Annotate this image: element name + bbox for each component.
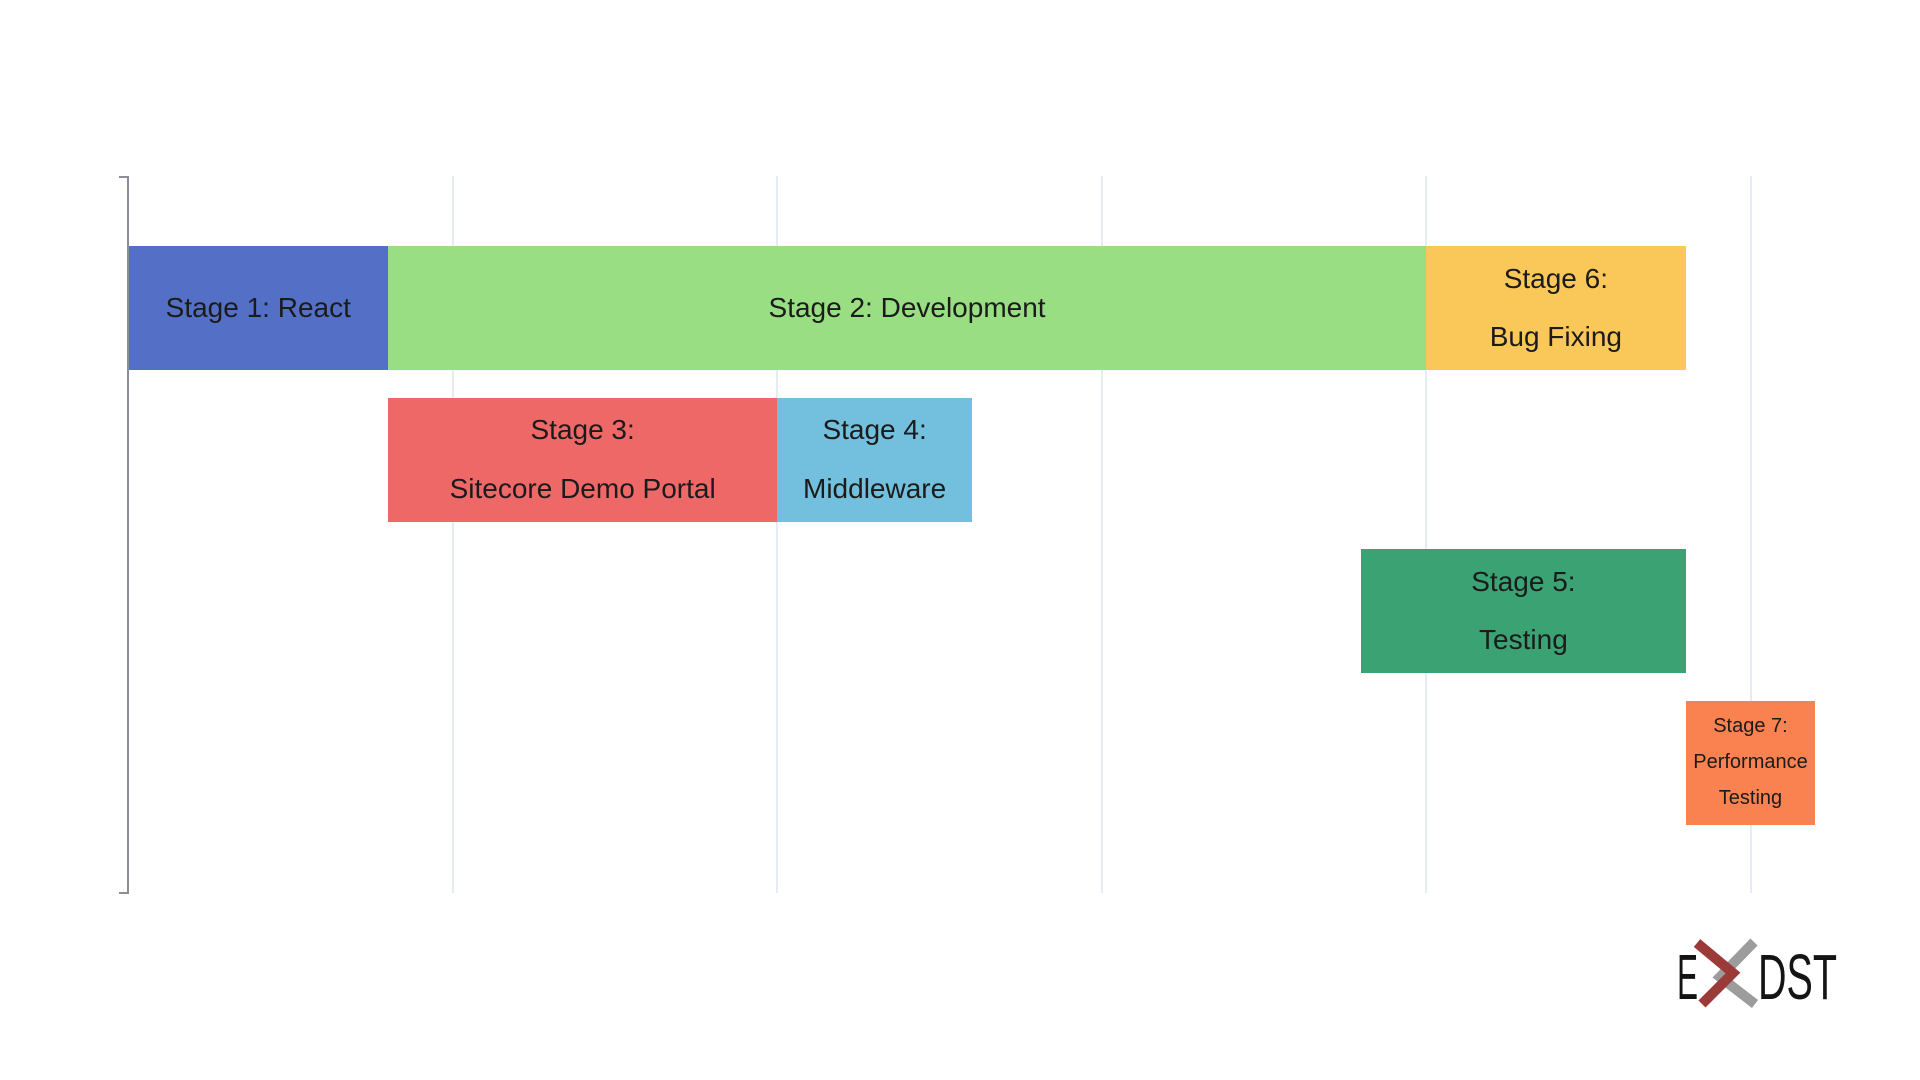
gantt-bar-4: Stage 3: Sitecore Demo Portal	[388, 397, 778, 522]
gantt-bar-label-line: Testing	[1718, 787, 1783, 809]
gantt-bar-label-line: Stage 5:	[1471, 565, 1576, 597]
gantt-bar-6: Stage 5: Testing	[1361, 549, 1686, 673]
gantt-bar-3: Stage 6: Bug Fixing	[1426, 246, 1686, 370]
y-axis-line	[127, 176, 129, 894]
gantt-bar-label-line: Stage 4:	[822, 414, 927, 446]
gantt-bar-label-line: Stage 6:	[1503, 262, 1608, 294]
gantt-bar-label-line: Performance	[1693, 751, 1808, 773]
exdst-logo: E DST	[1677, 938, 1837, 1008]
gantt-bar-label-line: Testing	[1479, 624, 1568, 655]
logo-letters-dst: DST	[1758, 941, 1837, 1008]
gantt-bar-label-line: Stage 3:	[530, 414, 635, 446]
gantt-bar-1: Stage 1: React	[128, 246, 389, 370]
gantt-bar-label-line: Bug Fixing	[1489, 321, 1622, 352]
gridline	[1100, 176, 1103, 893]
gantt-bar-label-line: Middleware	[803, 472, 947, 504]
logo-x-red-stroke	[1693, 939, 1741, 1008]
gridline	[1749, 176, 1752, 893]
logo-letter-e: E	[1677, 941, 1698, 1008]
gridline	[776, 176, 779, 893]
gantt-bar-5: Stage 4: Middleware	[777, 397, 972, 522]
gantt-bar-label-line: Stage 1: React	[165, 291, 351, 323]
logo-x-gray-stroke	[1712, 938, 1759, 1008]
gantt-bar-label-line: Sitecore Demo Portal	[449, 472, 716, 504]
exdst-logo-icon: E DST	[1677, 938, 1837, 1008]
gridline	[1425, 176, 1428, 893]
gantt-bar-2: Stage 2: Development	[388, 246, 1427, 370]
y-axis-bottom-tick	[119, 892, 128, 894]
gridline	[451, 176, 454, 893]
gantt-bar-label-line: Stage 7:	[1713, 715, 1788, 737]
gantt-bar-label-line: Stage 2: Development	[768, 291, 1046, 323]
y-axis-top-tick	[119, 176, 128, 178]
